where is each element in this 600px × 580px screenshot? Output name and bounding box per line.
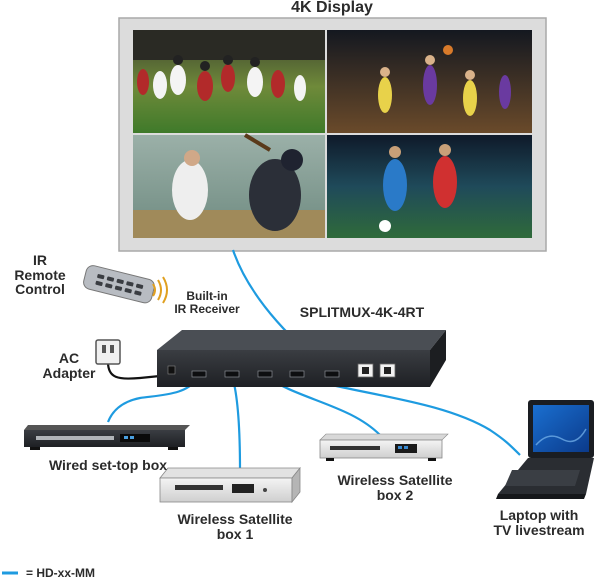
cable-laptop: [296, 374, 521, 456]
display-label: 4K Display: [291, 0, 373, 16]
remote-label-line-2: Remote: [14, 266, 66, 283]
wired-stb-label: Wired set-top box: [48, 457, 168, 473]
display-quadrant-soccer: [327, 135, 532, 238]
hdmi-port-in-3: [257, 370, 273, 378]
laptop-label-line-1: Laptop with: [499, 507, 579, 523]
ir-signal-icon: [152, 276, 168, 304]
splitter-device: [157, 330, 446, 387]
display-quadrant-football: [133, 30, 325, 133]
sat-box-2-label: Wireless Satellite box 2: [310, 473, 480, 502]
satellite-box-2: [319, 433, 449, 461]
hdmi-port-in-2: [224, 370, 240, 378]
ac-power-cord: [106, 361, 161, 380]
sat-box-1-label: Wireless Satellite box 1: [150, 512, 320, 541]
ir-receiver-label: Built-in IR Receiver: [162, 290, 252, 315]
hdmi-port-out: [324, 370, 340, 378]
cable-wired-stb: [106, 375, 200, 423]
wired-set-top-box: [24, 425, 190, 450]
ac-adapter-label-line-1: AC: [58, 350, 80, 366]
sat-box-2-label-line-1: Wireless Satellite: [337, 472, 453, 488]
satellite-box-1: [159, 466, 301, 504]
remote-label-line-1: IR: [33, 252, 47, 268]
sat-box-2-label-line-2: box 2: [376, 486, 414, 503]
rj45-ports: [357, 363, 396, 378]
display-quadrant-baseball: [133, 133, 325, 238]
ac-outlet-icon: [95, 339, 121, 365]
remote-label: IR Remote Control: [0, 253, 80, 297]
legend-text: = HD-xx-MM: [26, 566, 95, 580]
ir-receiver-port: [167, 365, 176, 375]
cable-sat-box-1: [230, 375, 242, 471]
hdmi-port-in-1: [191, 370, 207, 378]
ir-remote-icon: [83, 265, 155, 304]
splitter-label: SPLITMUX-4K-4RT: [299, 304, 425, 320]
ir-receiver-label-line-2: IR Receiver: [174, 301, 240, 316]
legend: = HD-xx-MM: [2, 566, 95, 580]
laptop-label: Laptop with TV livestream: [480, 508, 598, 537]
laptop-label-line-2: TV livestream: [493, 521, 585, 538]
ir-receiver-label-line-1: Built-in: [186, 289, 228, 303]
ac-adapter-label-line-2: Adapter: [42, 364, 96, 381]
ac-adapter-label: AC Adapter: [34, 351, 104, 380]
sat-box-1-label-line-1: Wireless Satellite: [177, 511, 293, 527]
remote-label-line-3: Control: [15, 281, 65, 298]
display-quadrant-basketball: [327, 30, 532, 133]
sat-box-1-label-line-2: box 1: [216, 525, 254, 542]
laptop-icon: [496, 400, 594, 499]
hdmi-port-in-4: [289, 370, 305, 378]
display-monitor: [118, 17, 547, 252]
